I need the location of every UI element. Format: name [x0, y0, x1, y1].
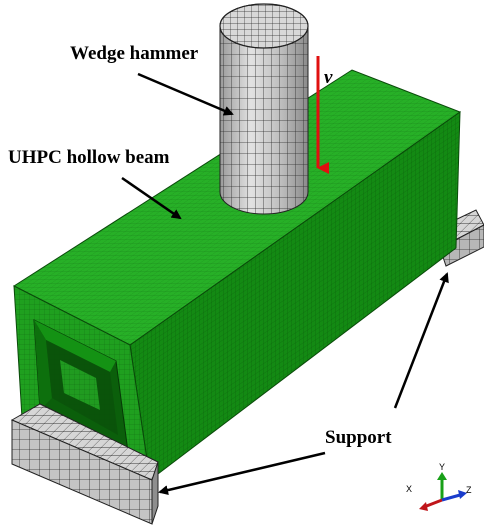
- uhpc-beam-label: UHPC hollow beam: [8, 147, 170, 168]
- hollow-section: [33, 319, 129, 453]
- velocity-label: v: [324, 67, 333, 88]
- wedge-hammer-label: Wedge hammer: [70, 43, 199, 64]
- callout-leaders: [121, 72, 449, 496]
- leader-wedge-hammer: [137, 72, 234, 116]
- axis-triad: Y X Z: [406, 462, 472, 511]
- leader-uhpc-beam: [121, 176, 182, 220]
- x-axis-arrow: [423, 498, 443, 509]
- z-axis-arrow: [441, 493, 461, 502]
- support-label: Support: [325, 427, 392, 448]
- wedge-hammer: [219, 3, 309, 215]
- leader-support-left: [158, 451, 326, 496]
- x-axis-label: X: [406, 484, 412, 494]
- leader-support-right: [393, 272, 449, 409]
- left-support: [10, 403, 159, 525]
- z-axis-label: Z: [466, 485, 472, 495]
- y-axis-label: Y: [439, 462, 445, 472]
